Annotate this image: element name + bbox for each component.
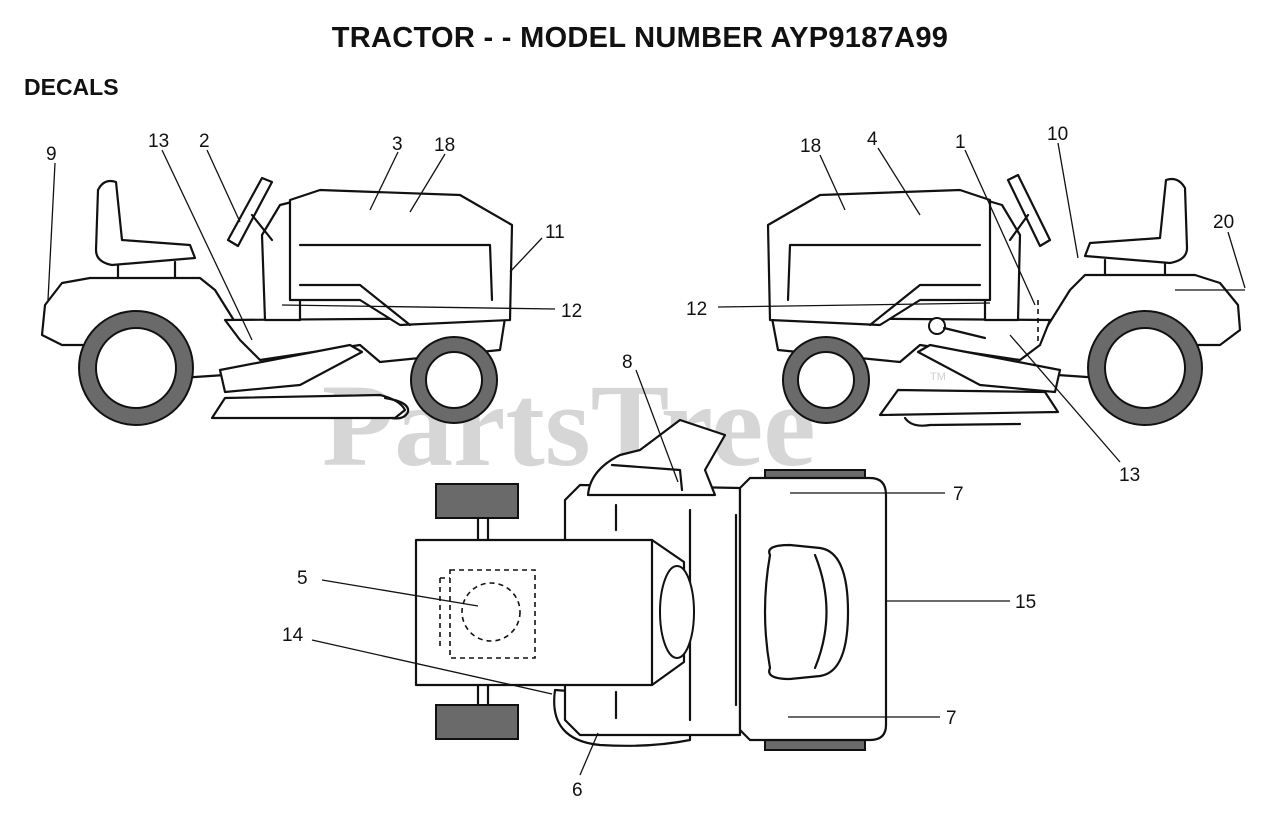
callout-3: 3: [392, 134, 403, 155]
parts-tree-watermark: PartsTree: [322, 360, 816, 491]
callout-5: 5: [297, 568, 308, 589]
right-fuel-cap: [928, 317, 946, 335]
callout-12-left: 12: [561, 301, 582, 322]
right-rear-hub: [1104, 327, 1186, 409]
top-hood-decal-area: [449, 569, 536, 659]
left-view-callouts: 9 13 2 3 18 11 12: [46, 131, 582, 341]
left-seat: [94, 179, 197, 267]
callout-2: 2: [199, 131, 210, 152]
right-mower-deck: [878, 388, 1060, 417]
right-seat-post: [1103, 258, 1167, 277]
callout-12-right: 12: [686, 299, 707, 320]
top-left-front-tire: [435, 483, 519, 519]
tractor-left-side-view: [40, 176, 514, 426]
left-deck-chute: [383, 396, 410, 420]
callout-4: 4: [867, 129, 878, 150]
callout-1: 1: [955, 132, 966, 153]
section-heading: DECALS: [24, 74, 119, 100]
left-mower-deck: [210, 393, 407, 420]
top-hood-decal-circle: [461, 582, 521, 642]
diagram-title: TRACTOR - - MODEL NUMBER AYP9187A99: [331, 22, 949, 54]
left-front-hub: [425, 351, 483, 409]
callout-13-left: 13: [148, 131, 169, 152]
tractor-right-side-view: [766, 173, 1242, 427]
watermark-trademark: TM: [930, 371, 946, 383]
callout-13-right: 13: [1119, 465, 1140, 486]
callout-18-left: 18: [434, 135, 455, 156]
right-hood-panel: [786, 243, 982, 327]
left-hood-panel: [298, 243, 494, 327]
callout-9: 9: [46, 144, 57, 165]
right-lever: [942, 326, 987, 340]
callout-8: 8: [622, 352, 633, 373]
left-rear-hub: [95, 327, 177, 409]
callout-15: 15: [1015, 592, 1036, 613]
top-seat: [763, 543, 850, 681]
callout-7-lower: 7: [946, 708, 957, 729]
callout-18-right: 18: [800, 136, 821, 157]
top-view-callouts: 8 7 5 15 14 7 6: [282, 352, 1036, 801]
top-steering-wheel: [659, 565, 695, 659]
callout-11: 11: [545, 222, 565, 243]
right-steering-column: [1008, 213, 1030, 242]
callout-20: 20: [1213, 212, 1234, 233]
left-steering-wheel: [226, 176, 274, 248]
left-footrest: [218, 343, 364, 394]
top-right-front-tire: [435, 704, 519, 740]
callout-7-upper: 7: [953, 484, 964, 505]
right-steering-wheel: [1006, 173, 1052, 248]
top-hood: [414, 538, 686, 687]
top-seat-back: [813, 553, 828, 670]
right-front-hub: [797, 351, 855, 409]
right-deck-chute: [903, 416, 1022, 427]
left-steering-column: [250, 213, 274, 242]
callout-14: 14: [282, 625, 304, 646]
right-seat: [1083, 177, 1189, 265]
right-view-callouts: 18 4 1 10 20 12 13: [686, 124, 1246, 486]
top-discharge-chute: [586, 418, 727, 497]
callout-10: 10: [1047, 124, 1068, 145]
left-hood: [288, 188, 514, 327]
tractor-top-view: [414, 418, 888, 751]
left-seat-post: [116, 260, 177, 280]
callout-6: 6: [572, 780, 583, 801]
right-hood: [766, 188, 992, 327]
top-chute-edge: [610, 463, 684, 492]
